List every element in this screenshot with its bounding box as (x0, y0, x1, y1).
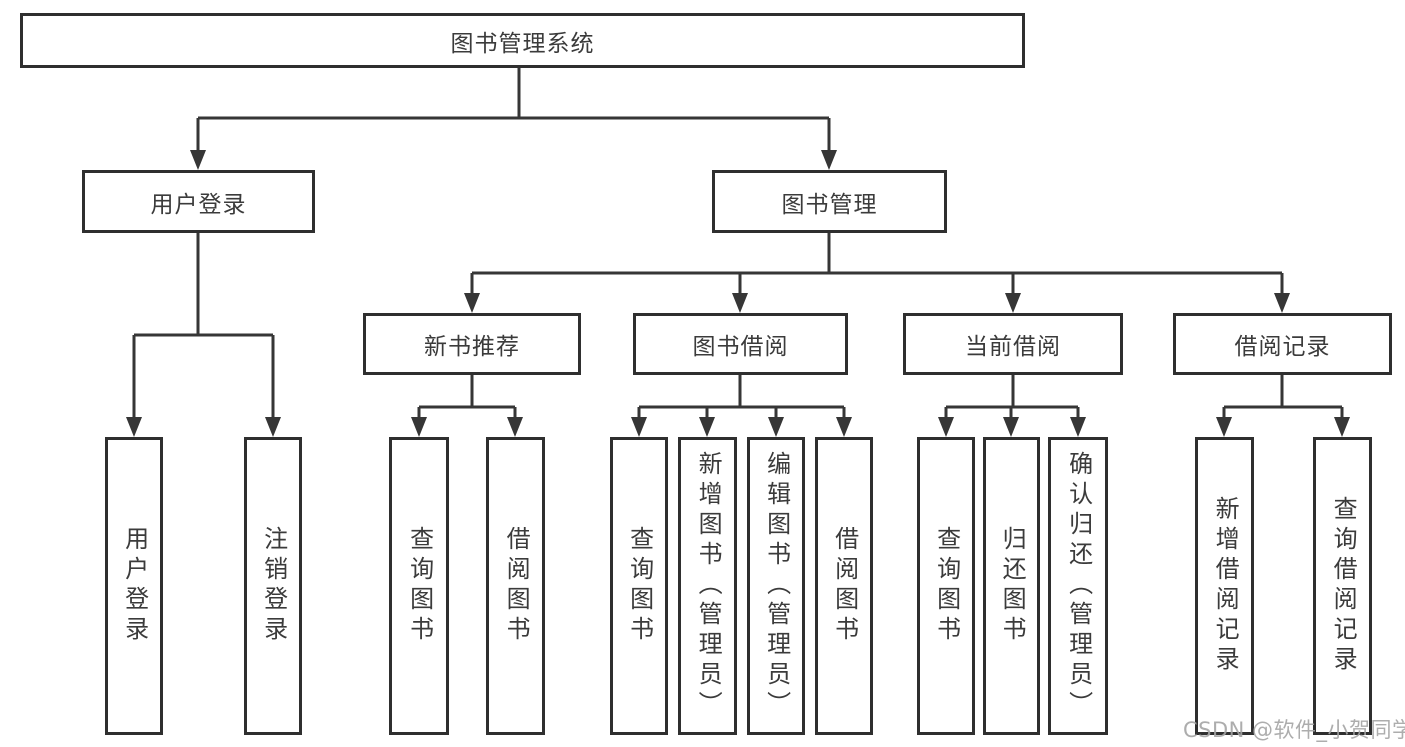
node-label: 用户登录 (120, 526, 149, 646)
node-label: 查询图书 (405, 526, 434, 646)
node-label: 确认归还（管理员） (1064, 451, 1093, 721)
node-borrow-record: 借阅记录 (1173, 313, 1392, 375)
node-label: 用户登录 (150, 191, 247, 218)
node-label: 新增图书（管理员） (694, 451, 723, 721)
leaf-query-borrow-record: 查询借阅记录 (1313, 437, 1372, 735)
node-label: 借阅图书 (830, 526, 859, 646)
node-current-borrow: 当前借阅 (903, 313, 1123, 375)
node-label: 查询图书 (932, 526, 961, 646)
leaf-confirm-return-admin: 确认归还（管理员） (1048, 437, 1108, 735)
node-label: 新书推荐 (424, 334, 520, 360)
leaf-query-books-recommend: 查询图书 (389, 437, 449, 735)
node-label: 图书管理 (781, 191, 878, 218)
leaf-add-book-admin: 新增图书（管理员） (678, 437, 737, 735)
leaf-return-books: 归还图书 (983, 437, 1040, 735)
node-book-management: 图书管理 (712, 170, 947, 233)
node-label: 借阅记录 (1234, 334, 1331, 360)
node-label: 当前借阅 (965, 334, 1061, 360)
node-label: 查询借阅记录 (1329, 496, 1358, 676)
leaf-user-login: 用户登录 (105, 437, 163, 735)
node-label: 图书借阅 (692, 334, 789, 360)
leaf-borrow-books: 借阅图书 (815, 437, 873, 735)
leaf-add-borrow-record: 新增借阅记录 (1195, 437, 1254, 735)
node-root-system: 图书管理系统 (20, 13, 1025, 68)
leaf-edit-book-admin: 编辑图书（管理员） (747, 437, 805, 735)
node-label: 注销登录 (259, 526, 288, 646)
node-new-book-recommend: 新书推荐 (363, 313, 581, 375)
leaf-logout: 注销登录 (244, 437, 302, 735)
csdn-watermark: CSDN @软件_小贺同学 (1183, 718, 1405, 742)
arrowheads (126, 150, 1350, 437)
node-book-borrow: 图书借阅 (633, 313, 848, 375)
leaf-query-books: 查询图书 (610, 437, 668, 735)
node-label: 新增借阅记录 (1211, 496, 1240, 676)
node-label: 编辑图书（管理员） (762, 451, 791, 721)
leaf-query-books-current: 查询图书 (917, 437, 975, 735)
node-label: 图书管理系统 (450, 30, 595, 57)
node-label: 借阅图书 (502, 526, 531, 646)
leaf-borrow-books-recommend: 借阅图书 (486, 437, 545, 735)
node-user-login: 用户登录 (82, 170, 315, 233)
node-label: 归还图书 (998, 526, 1027, 646)
node-label: 查询图书 (625, 526, 654, 646)
